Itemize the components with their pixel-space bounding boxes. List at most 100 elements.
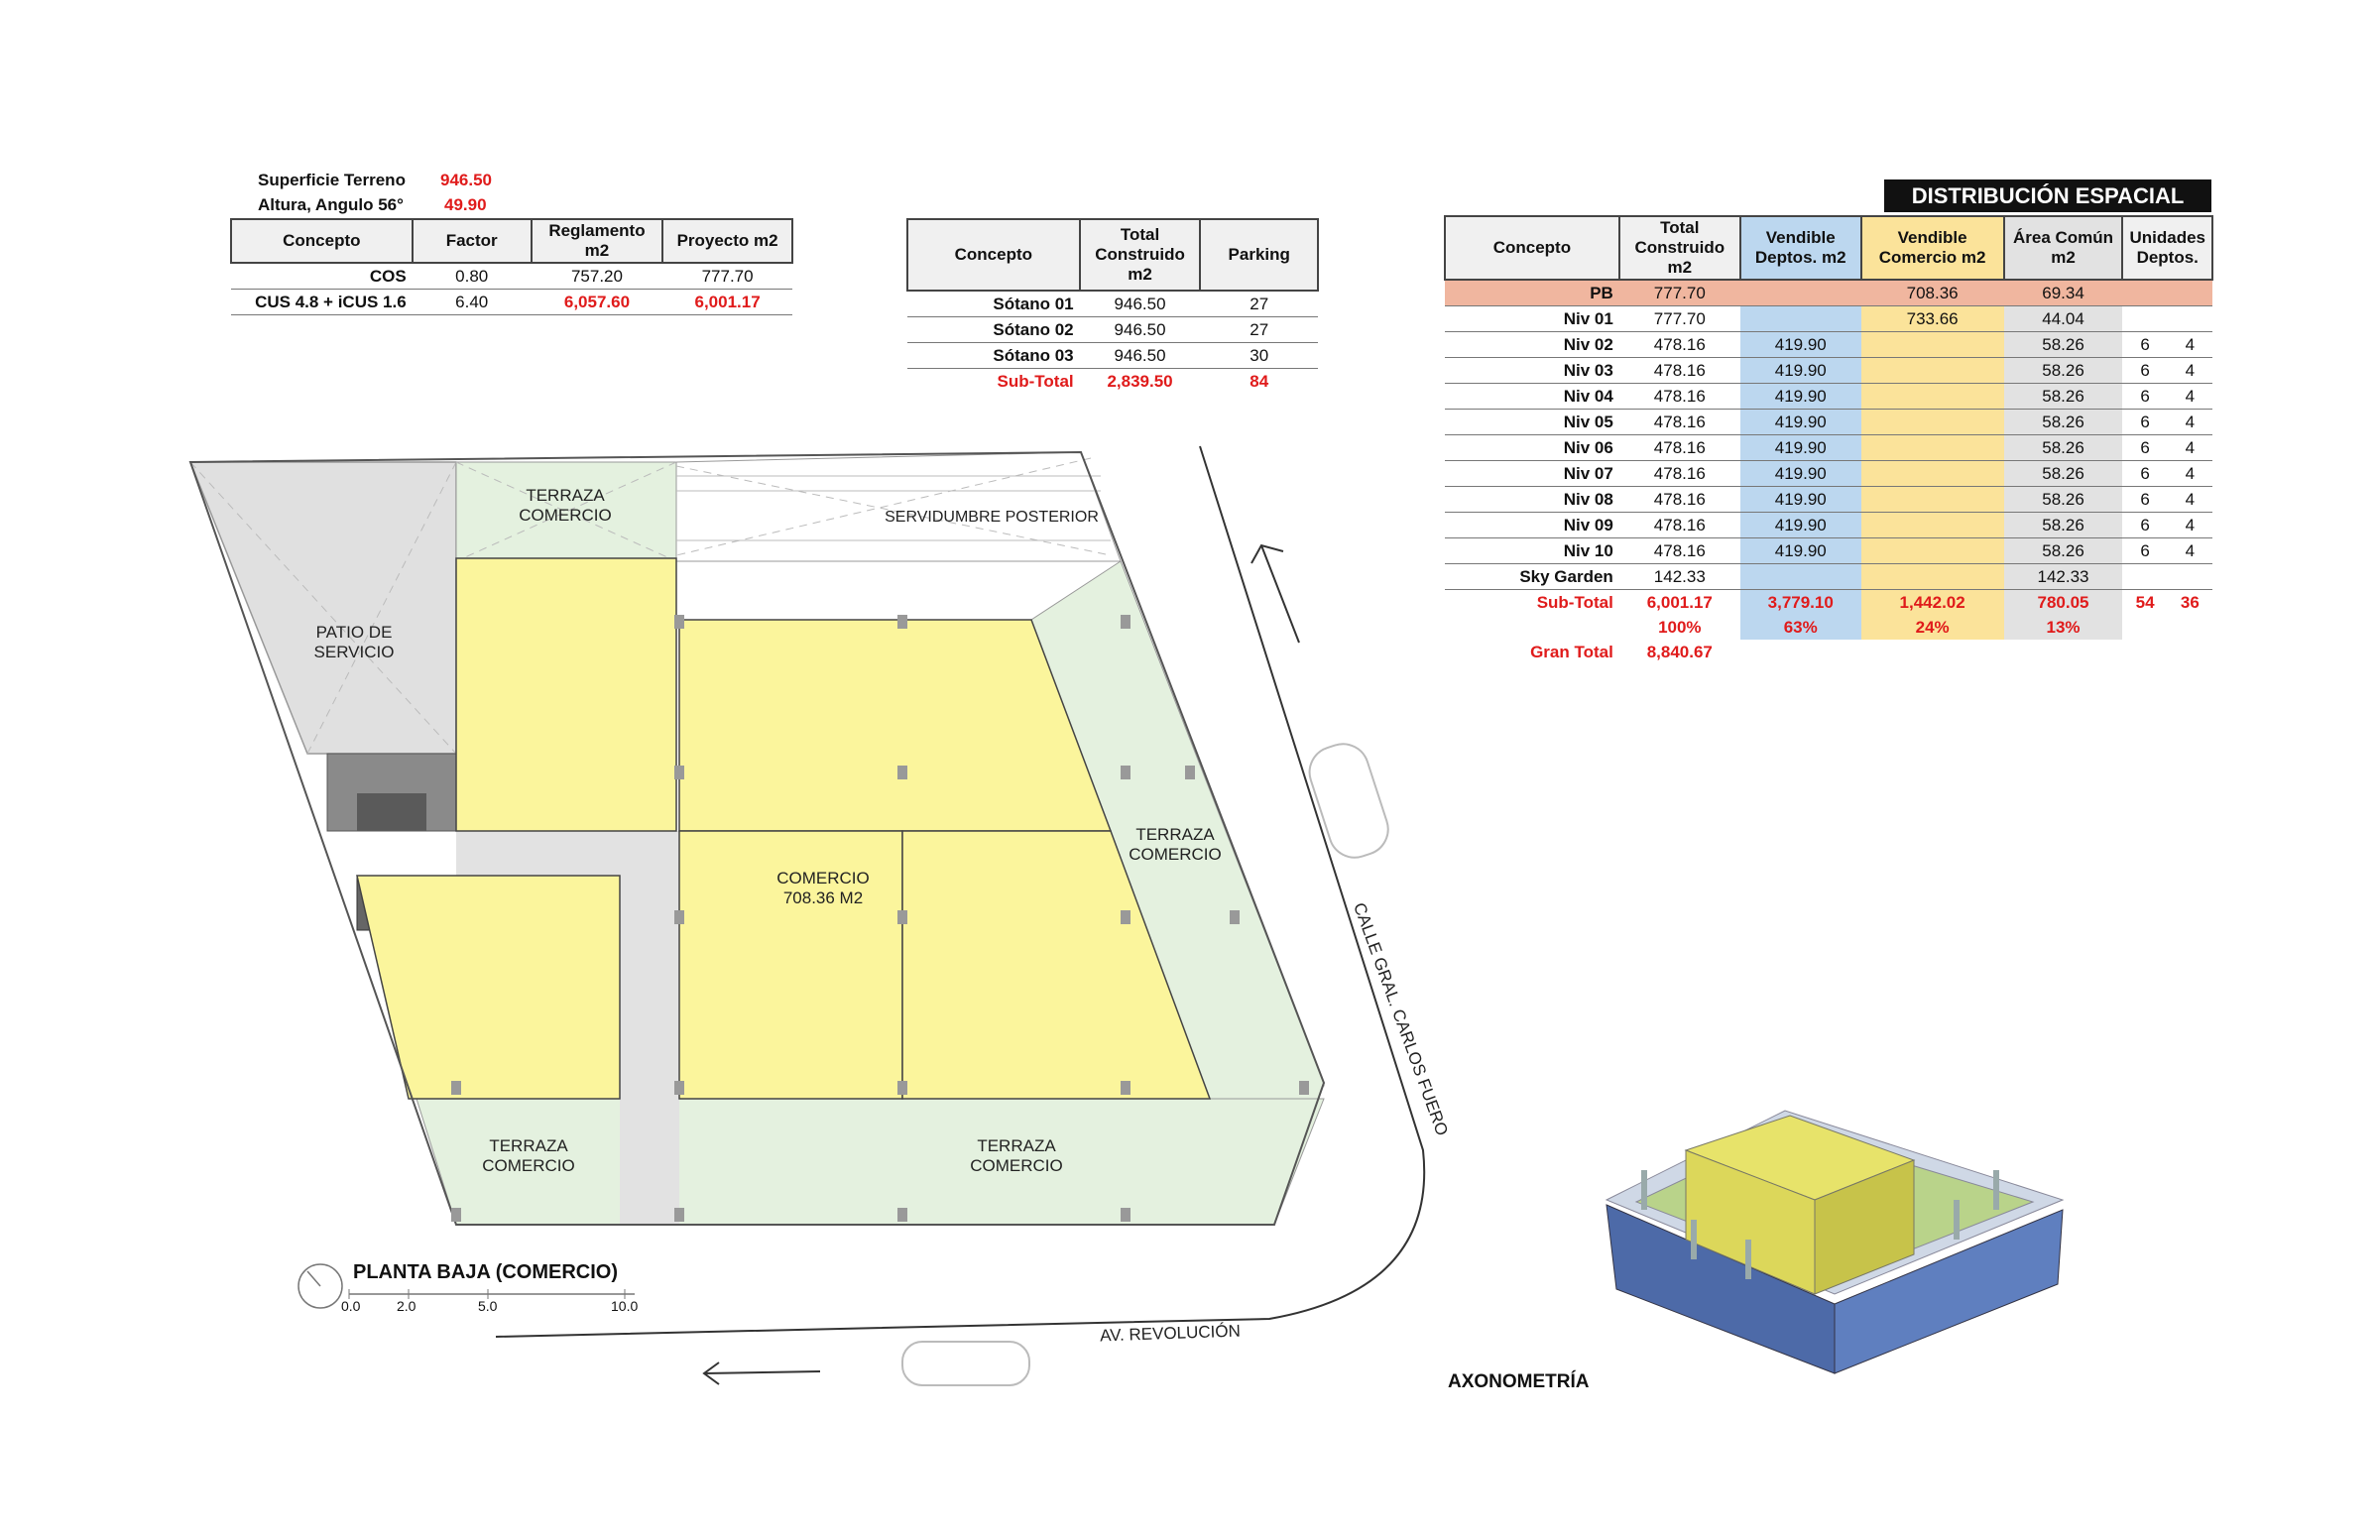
cell-concepto: COS xyxy=(231,263,413,290)
cell-comun: 58.26 xyxy=(2003,460,2123,487)
cell-unidades-b xyxy=(2167,305,2212,332)
axonometria-label: AXONOMETRÍA xyxy=(1448,1371,1590,1392)
cell-parking: 30 xyxy=(1200,342,1318,369)
cell-comercio xyxy=(1860,563,2004,590)
cell-unidades-a: 6 xyxy=(2122,383,2168,410)
cell-deptos: 419.90 xyxy=(1739,383,1861,410)
cell-total: 478.16 xyxy=(1618,383,1740,410)
cell-comercio xyxy=(1860,357,2004,384)
scale-label: 0.0 xyxy=(341,1298,361,1314)
cell-unidades-a: 6 xyxy=(2122,331,2168,358)
servidumbre-diagonal xyxy=(675,465,1112,556)
terraza-top-diagonal xyxy=(455,461,677,562)
cell-comun: 58.26 xyxy=(2003,331,2123,358)
servidumbre-label: SERVIDUMBRE POSTERIOR xyxy=(885,509,1099,526)
scale-label: 2.0 xyxy=(397,1298,416,1314)
cell-concepto: Niv 05 xyxy=(1445,409,1619,435)
retail-block xyxy=(901,830,1212,1100)
cell-deptos: 419.90 xyxy=(1739,331,1861,358)
header-concepto: Concepto xyxy=(230,218,414,264)
cell-concepto: Sky Garden xyxy=(1445,563,1619,590)
column-grid xyxy=(451,615,1309,1222)
column-grid xyxy=(1641,1170,1999,1279)
cell-concepto: Niv 02 xyxy=(1445,331,1619,358)
cell-total: 478.16 xyxy=(1618,460,1740,487)
cell-unidades-a: 6 xyxy=(2122,357,2168,384)
axonometry-render xyxy=(1605,1110,2065,1374)
header-concepto: Concepto xyxy=(1444,215,1620,281)
terraza-top-label: TERRAZA COMERCIO xyxy=(519,486,612,525)
cell-comercio xyxy=(1860,537,2004,564)
cell-factor: 6.40 xyxy=(412,289,532,315)
cell-unidades-b: 4 xyxy=(2167,434,2212,461)
cell-comun: 58.26 xyxy=(2003,434,2123,461)
terraza-right-label: TERRAZA COMERCIO xyxy=(1129,825,1222,864)
cell-unidades-b: 4 xyxy=(2167,383,2212,410)
cell-total: 142.33 xyxy=(1618,563,1740,590)
cell-deptos: 419.90 xyxy=(1739,434,1861,461)
header-vendible-comercio: Vendible Comercio m2 xyxy=(1859,215,2005,281)
cell-unidades-a: 6 xyxy=(2122,409,2168,435)
cell-concepto: Gran Total xyxy=(1530,642,1613,661)
cell-unidades-a: 6 xyxy=(2122,486,2168,513)
car-icon xyxy=(901,743,1389,1386)
cell-comercio: 24% xyxy=(1860,615,2004,640)
cell-comercio: 1,442.02 xyxy=(1860,589,2004,615)
cell-deptos xyxy=(1739,280,1861,306)
cell-unidades-b: 4 xyxy=(2167,409,2212,435)
cell-unidades-a: 6 xyxy=(2122,460,2168,487)
cell-unidades-a xyxy=(2122,305,2168,332)
table-row: Sótano 02 946.50 27 xyxy=(907,316,1318,343)
cell-total: 478.16 xyxy=(1618,357,1740,384)
cell-total: 946.50 xyxy=(1079,291,1201,317)
cell-concepto: Sótano 01 xyxy=(907,291,1080,317)
percent-row: 100%63%24%13% xyxy=(1445,615,2212,640)
terraza-top-diagonal xyxy=(455,461,677,562)
cell-concepto: Sótano 03 xyxy=(907,342,1080,369)
cell-unidades-b: 4 xyxy=(2167,357,2212,384)
cell-comercio xyxy=(1860,486,2004,513)
cell-concepto: Niv 03 xyxy=(1445,357,1619,384)
cell-total: 777.70 xyxy=(1618,305,1740,332)
cell-parking: 27 xyxy=(1200,316,1318,343)
cell-comun: 69.34 xyxy=(2003,280,2123,306)
cell-total: 478.16 xyxy=(1618,537,1740,564)
arrow-west-icon xyxy=(702,1362,821,1385)
cell-comercio xyxy=(1860,460,2004,487)
terraza-right-area xyxy=(1031,620,1324,1225)
cell-unidades-a: 6 xyxy=(2122,434,2168,461)
terraza-bottom-left-label: TERRAZA COMERCIO xyxy=(482,1136,575,1175)
cell-concepto: CUS 4.8 + iCUS 1.6 xyxy=(231,289,413,315)
cell-comun: 142.33 xyxy=(2003,563,2123,590)
retail-block xyxy=(678,830,903,1100)
header-total: Total Construido m2 xyxy=(1617,215,1741,281)
cell-total: 777.70 xyxy=(1618,280,1740,306)
cell-deptos: 419.90 xyxy=(1739,357,1861,384)
cell-comun: 44.04 xyxy=(2003,305,2123,332)
cell-total: 478.16 xyxy=(1618,331,1740,358)
altura-value: 49.90 xyxy=(444,195,487,214)
retail-block xyxy=(356,875,621,1100)
tower-block xyxy=(1685,1149,1816,1295)
table-row: Sótano 01 946.50 27 xyxy=(907,291,1318,317)
cell-concepto: Niv 04 xyxy=(1445,383,1619,410)
podium-side xyxy=(1834,1209,2064,1374)
cell-deptos: 419.90 xyxy=(1739,409,1861,435)
distribucion-title: DISTRIBUCIÓN ESPACIAL xyxy=(1884,179,2211,212)
plan-title: PLANTA BAJA (COMERCIO) xyxy=(353,1261,619,1283)
superficie-label: Superficie Terreno xyxy=(258,171,406,189)
cell-concepto: Sub-Total xyxy=(997,371,1074,391)
cell-unidades-a: 6 xyxy=(2122,537,2168,564)
header-vendible-deptos: Vendible Deptos. m2 xyxy=(1738,215,1862,281)
retail-block xyxy=(455,557,677,832)
cell-total: 946.50 xyxy=(1079,342,1201,369)
